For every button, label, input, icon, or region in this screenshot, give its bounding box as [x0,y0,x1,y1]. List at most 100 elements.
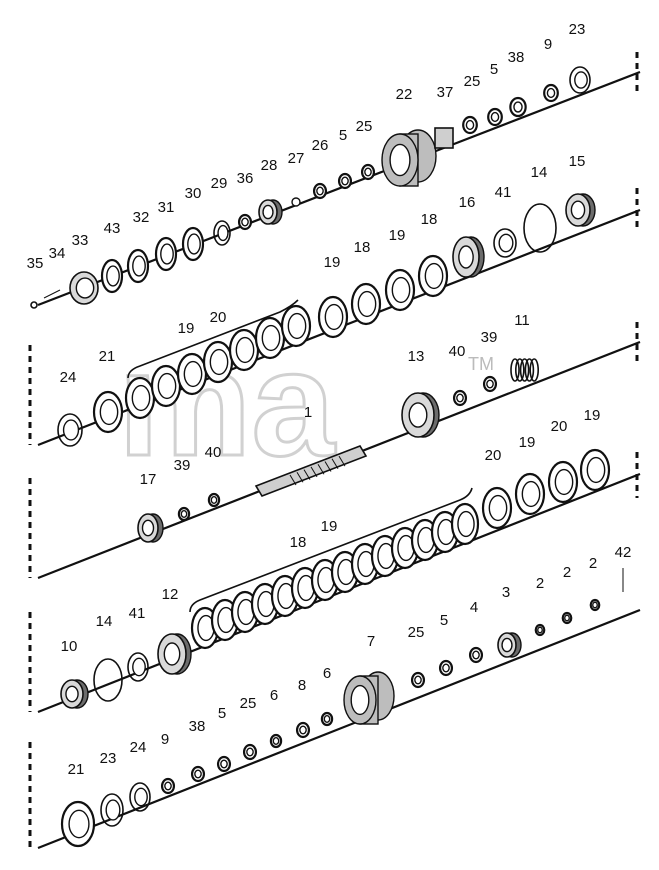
part-28-bearing [258,199,283,225]
part-9-ring-b-inner [164,781,172,791]
label-r5-5: 5 [440,612,448,629]
part-19-plate-a [317,295,349,339]
part-3-bearing [497,632,522,658]
shaft-spline [331,458,339,470]
part-41-ring [493,228,517,258]
part-10-bearing-bore [65,685,79,703]
part-20-19-plate-6-inner [287,312,307,340]
part-12-bearing-bore [163,642,181,666]
label-r2-5: 31 [158,199,175,216]
label-r1-3: 5 [490,61,498,78]
label-r3-2: 19 [178,320,195,337]
part-5-ring-inner [490,111,500,123]
part-19-plate-b [384,268,416,312]
part-25-washer-c-inner [414,675,422,685]
label-r3-3: 20 [210,309,227,326]
label-r3-6: 19 [389,227,406,244]
label-r6-5: 5 [218,705,226,722]
part-24-ring [57,413,83,447]
label-r3-9: 40 [449,343,466,360]
part-25-washer-d [242,743,258,761]
part-31-plate [154,236,178,272]
part-2-ring-b [561,611,573,625]
label-r3-1: 21 [99,348,116,365]
part-38-washer [509,96,527,118]
label-r3-11: 11 [514,312,530,329]
part-15-bearing [565,193,596,227]
part-34-rod [43,289,61,299]
label-r4-0: 1 [304,404,312,421]
label-r2-1: 34 [49,245,66,262]
label-r2-15: 41 [495,184,512,201]
part-20-19-plate-1 [150,364,182,408]
part-43-plate-inner [106,265,120,287]
label-r2-17: 15 [569,153,586,170]
part-18-19-plate-13-inner [457,510,475,538]
label-r2-11: 26 [312,137,329,154]
part-6-ring-a [269,733,283,749]
label-r4-4: 20 [485,447,502,464]
part-5-ring-d [216,755,232,773]
part-23-ring-b [100,793,124,827]
part-24-ring-inner [62,419,80,441]
part-5-ring-b-inner [341,176,349,186]
part-6-ring-b-inner [323,715,331,724]
part-39-ring [482,375,498,393]
part-26-washer-inner [316,186,324,196]
label-r2-3: 43 [104,220,121,237]
part-32-plate [126,248,150,284]
part-22-gear-bore [389,143,411,177]
part-40-ring-inner [456,393,464,403]
label-r1-5: 9 [544,36,552,53]
shaft-spline [310,466,318,478]
part-20-19-plate-1-inner [157,372,177,400]
part-4-ring-inner [472,650,480,660]
part-38-washer-b [190,765,206,783]
part-17-bearing-bore [141,519,155,537]
part-2-ring-b-inner [564,614,570,622]
part-11-spring-coil [519,358,530,382]
label-r4-5: 19 [519,434,536,451]
part-20-plate-a-inner [488,494,508,522]
label-r5-3: 12 [162,586,179,603]
label-r5-7: 3 [502,584,510,601]
part-5-ring-c-inner [442,663,450,673]
part-11-spring-coil [510,358,520,382]
part-29-ring-inner [217,224,229,242]
part-18-plate-a [350,282,382,326]
part-5-ring-d-inner [220,759,228,769]
part-5-ring [487,107,503,127]
part-20-19-plate-0-inner [131,384,151,412]
label-r6-1: 23 [100,750,117,767]
brace-18-19 [189,487,473,613]
shaft-spline [317,463,325,475]
label-r2-9: 28 [261,157,278,174]
part-4-ring [468,646,484,664]
watermark-tm: TM [468,354,494,374]
part-14-seal-b [93,658,123,702]
part-25-washer [462,115,478,135]
part-25-washer-d-inner [246,747,254,757]
label-r1-2: 25 [464,73,481,90]
part-41-ring-b-inner [132,657,146,677]
part-39-ring-b-inner [180,510,188,519]
part-2-ring-c-inner [592,601,598,609]
label-r6-0: 21 [68,761,85,778]
label-r6-6: 25 [240,695,257,712]
part-11-spring-coil [524,358,535,382]
part-22-gear [381,129,437,187]
part-7-gear [343,671,395,725]
label-r5-11: 42 [615,544,632,561]
part-24-ring-b [129,782,151,812]
part-41-ring-b-outer [127,652,149,682]
label-r6-7: 6 [270,687,278,704]
part-23-snap-ring [569,66,591,94]
brace-20-19 [127,299,299,379]
part-31-plate-inner [160,243,174,265]
part-6-ring-b [320,711,334,727]
part-33-nut [69,271,99,305]
part-39-ring-b [177,506,191,522]
part-18-plate-b [417,254,449,298]
label-r4-3: 40 [205,444,222,461]
